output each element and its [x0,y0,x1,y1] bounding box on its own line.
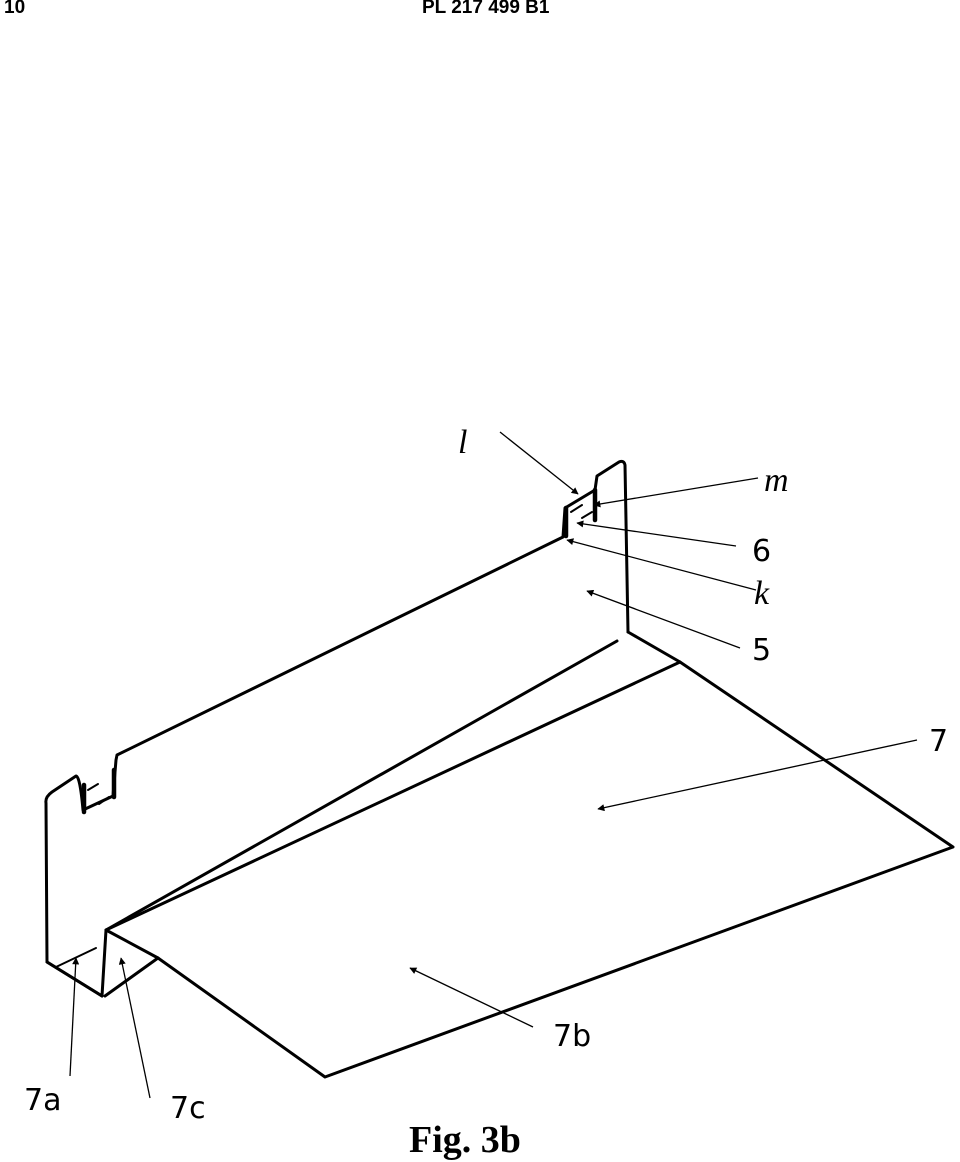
fold-line-upper [104,639,619,932]
leader-6 [576,520,737,547]
hook-slot-left-dashes [87,783,110,805]
leader-7a [69,957,80,1077]
label-m: m [764,462,789,499]
label-6: 6 [752,534,771,569]
patent-number: PL 217 499 B1 [422,0,550,18]
label-7a: 7a [24,1083,61,1118]
wall-front-edge [626,630,682,664]
leader-k [566,538,757,591]
label-k: k [754,575,770,612]
label-5: 5 [752,633,771,668]
leader-7 [597,739,918,812]
page-number: 10 [4,0,26,18]
label-7: 7 [929,724,948,759]
fold-line-lower [104,660,682,932]
leader-7c [118,957,151,1099]
hook-slot-right-dashes [570,504,593,519]
label-l: l [458,424,467,461]
leader-m [593,477,759,508]
leader-5 [586,589,741,649]
leader-7b [409,967,534,1028]
figure-caption: Fig. 3b [409,1119,521,1161]
label-7c: 7c [170,1091,206,1126]
leader-l [499,431,579,495]
shelf-plate-outline [156,660,955,1079]
label-7b: 7b [553,1019,591,1054]
